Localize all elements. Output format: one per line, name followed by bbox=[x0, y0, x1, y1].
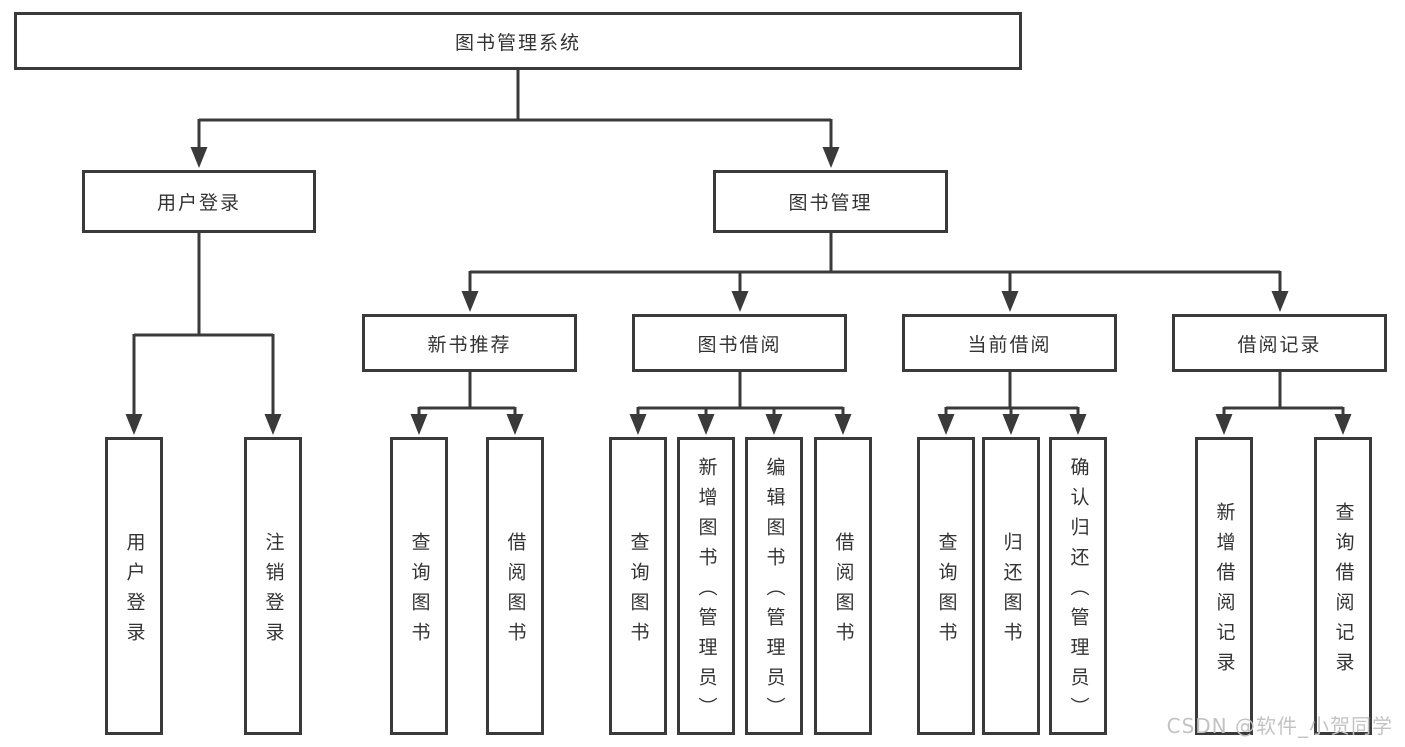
node-book-borrowing: 图书借阅 bbox=[632, 314, 847, 372]
node-label: 归还图书 bbox=[1000, 531, 1023, 652]
node-leaf-edit-book-admin: 编辑图书（管理员） bbox=[745, 437, 803, 735]
node-label: 用户登录 bbox=[123, 531, 146, 652]
node-label: 编辑图书（管理员） bbox=[763, 456, 786, 727]
node-new-book-recommend: 新书推荐 bbox=[362, 314, 577, 372]
watermark-text: CSDN @软件_小贺同学 bbox=[1166, 714, 1393, 738]
node-leaf-borrow-books: 借阅图书 bbox=[814, 437, 872, 735]
node-book-management: 图书管理 bbox=[713, 170, 948, 233]
node-label: 用户登录 bbox=[156, 192, 241, 214]
node-leaf-query-books-recommend: 查询图书 bbox=[390, 437, 448, 735]
node-label: 查询图书 bbox=[408, 531, 431, 652]
node-leaf-confirm-return-admin: 确认归还（管理员） bbox=[1049, 437, 1107, 735]
node-current-borrowing: 当前借阅 bbox=[902, 314, 1117, 372]
node-label: 图书借阅 bbox=[697, 333, 782, 356]
node-label: 当前借阅 bbox=[967, 333, 1052, 356]
node-label: 借阅图书 bbox=[832, 531, 855, 652]
node-label: 查询借阅记录 bbox=[1332, 501, 1355, 682]
node-label: 新书推荐 bbox=[427, 333, 512, 356]
node-label: 图书管理 bbox=[788, 192, 873, 214]
node-leaf-query-borrow-record: 查询借阅记录 bbox=[1314, 437, 1372, 735]
node-borrowing-records: 借阅记录 bbox=[1172, 314, 1387, 372]
node-label: 借阅记录 bbox=[1237, 333, 1322, 356]
node-user-login: 用户登录 bbox=[82, 170, 316, 233]
node-label: 图书管理系统 bbox=[454, 31, 581, 54]
node-label: 借阅图书 bbox=[504, 531, 527, 652]
node-label: 查询图书 bbox=[627, 531, 650, 652]
arrowhead-icons bbox=[125, 147, 1352, 435]
node-leaf-query-books-borrowing: 查询图书 bbox=[609, 437, 667, 735]
node-leaf-logout: 注销登录 bbox=[244, 437, 302, 735]
node-label: 确认归还（管理员） bbox=[1067, 456, 1090, 727]
node-leaf-query-books-current: 查询图书 bbox=[917, 437, 975, 735]
node-label: 查询图书 bbox=[935, 531, 958, 652]
node-label: 注销登录 bbox=[262, 531, 285, 652]
node-library-management-system: 图书管理系统 bbox=[14, 12, 1022, 70]
node-leaf-add-borrow-record: 新增借阅记录 bbox=[1195, 437, 1253, 735]
node-leaf-add-book-admin: 新增图书（管理员） bbox=[677, 437, 735, 735]
node-leaf-return-books: 归还图书 bbox=[982, 437, 1040, 735]
connector-paths bbox=[132, 70, 1345, 418]
node-label: 新增借阅记录 bbox=[1213, 501, 1236, 682]
node-label: 新增图书（管理员） bbox=[695, 456, 718, 727]
node-leaf-user-login: 用户登录 bbox=[105, 437, 163, 735]
node-leaf-borrow-books-recommend: 借阅图书 bbox=[486, 437, 544, 735]
